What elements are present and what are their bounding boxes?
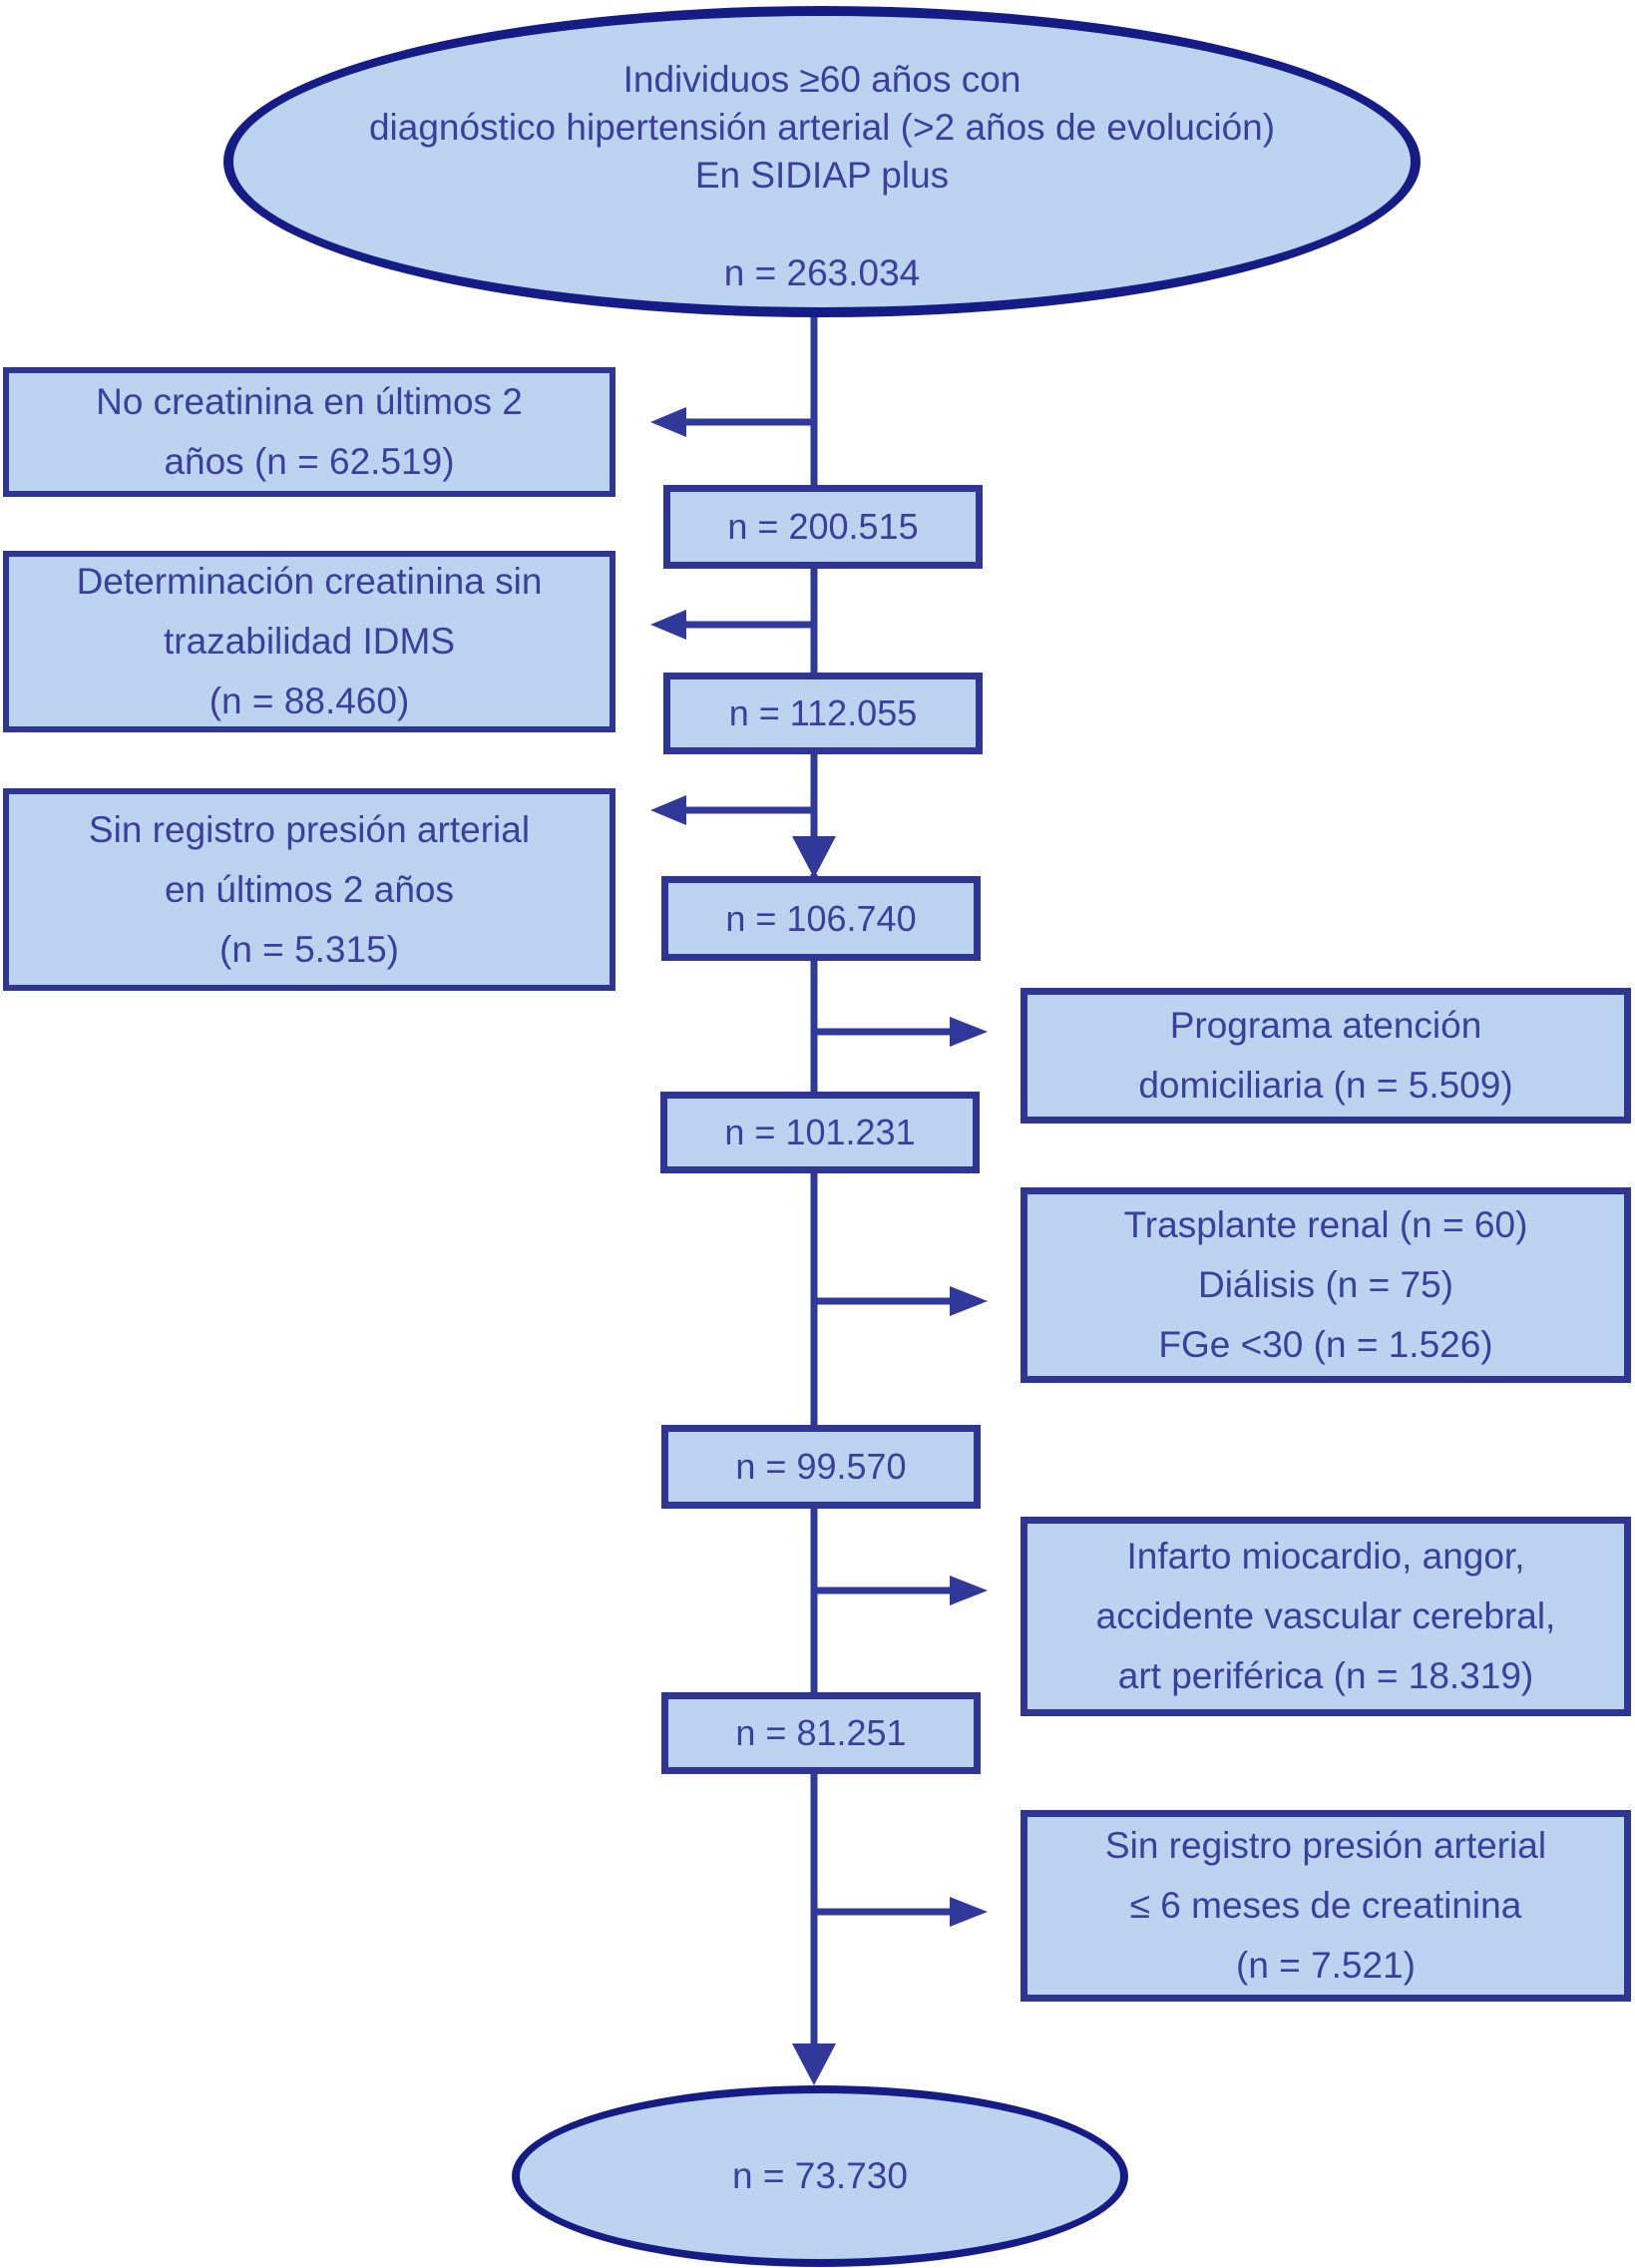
stage-n-value: n = 112.055 [728, 692, 918, 733]
exclusion-line: Sin registro presión arterial [88, 808, 531, 850]
start-line-3: En SIDIAP plus [694, 155, 950, 196]
left-arrow-3 [650, 795, 814, 825]
down-arrowhead-stage-3 [792, 836, 836, 878]
exclusion-line: Sin registro presión arterial [1104, 1825, 1547, 1866]
stage-n-value: n = 101.231 [724, 1112, 916, 1152]
exclusion-line: (n = 5.315) [219, 928, 399, 970]
down-arrowhead-end [792, 2043, 836, 2085]
exclusion-line: ≤ 6 meses de creatinina [1129, 1885, 1522, 1926]
exclusion-right-box-2: Trasplante renal (n = 60) Diálisis (n = … [1021, 1187, 1631, 1383]
stage-box-5: n = 99.570 [661, 1425, 981, 1509]
exclusion-line: No creatinina en últimos 2 [96, 381, 523, 422]
exclusion-right-box-3: Infarto miocardio, angor, accidente vasc… [1021, 1517, 1631, 1716]
exclusion-line: años (n = 62.519) [164, 441, 455, 482]
right-arrow-3 [814, 1576, 988, 1605]
exclusion-line: Diálisis (n = 75) [1197, 1264, 1453, 1305]
exclusion-left-box-3: Sin registro presión arterial en últimos… [3, 788, 615, 991]
left-arrow-2 [650, 610, 814, 640]
exclusion-line: (n = 7.521) [1236, 1945, 1416, 1986]
exclusion-line: domiciliaria (n = 5.509) [1138, 1065, 1513, 1106]
stage-n-value: n = 81.251 [735, 1712, 907, 1753]
exclusion-right-box-1: Programa atención domiciliaria (n = 5.50… [1021, 988, 1631, 1124]
exclusion-left-box-2: Determinación creatinina sin trazabilida… [3, 551, 615, 732]
start-ellipse: Individuos ≥60 años con diagnóstico hipe… [223, 6, 1421, 317]
stage-box-2: n = 112.055 [663, 673, 983, 754]
exclusion-line: Programa atención [1169, 1005, 1482, 1046]
end-n-value: n = 73.730 [732, 2155, 908, 2196]
start-n-value: n = 263.034 [723, 252, 921, 293]
exclusion-line: art periférica (n = 18.319) [1117, 1655, 1534, 1696]
stage-box-6: n = 81.251 [661, 1692, 981, 1774]
exclusion-right-box-4: Sin registro presión arterial ≤ 6 meses … [1021, 1810, 1631, 2002]
end-ellipse: n = 73.730 [512, 2085, 1128, 2267]
stage-box-4: n = 101.231 [660, 1092, 980, 1173]
start-line-1: Individuos ≥60 años con [622, 59, 1022, 100]
right-arrow-2 [814, 1286, 988, 1316]
stage-n-value: n = 200.515 [727, 506, 919, 547]
exclusion-line: Determinación creatinina sin [76, 561, 543, 602]
exclusion-line: trazabilidad IDMS [163, 621, 455, 662]
start-line-2: diagnóstico hipertensión arterial (>2 añ… [368, 107, 1276, 148]
right-arrow-1 [814, 1017, 988, 1047]
exclusion-line: FGe <30 (n = 1.526) [1158, 1324, 1493, 1365]
stage-box-3: n = 106.740 [661, 876, 981, 961]
exclusion-line: Trasplante renal (n = 60) [1123, 1204, 1528, 1245]
right-arrow-4 [814, 1897, 988, 1927]
exclusion-line: en últimos 2 años [164, 868, 454, 910]
stage-n-value: n = 106.740 [725, 897, 917, 939]
exclusion-line: accidente vascular cerebral, [1095, 1595, 1556, 1636]
exclusion-line: (n = 88.460) [208, 680, 410, 721]
exclusion-line: Infarto miocardio, angor, [1126, 1536, 1525, 1577]
stage-box-1: n = 200.515 [663, 485, 983, 569]
exclusion-left-box-1: No creatinina en últimos 2 años (n = 62.… [3, 367, 615, 497]
stage-n-value: n = 99.570 [735, 1446, 907, 1487]
left-arrow-1 [650, 407, 814, 437]
